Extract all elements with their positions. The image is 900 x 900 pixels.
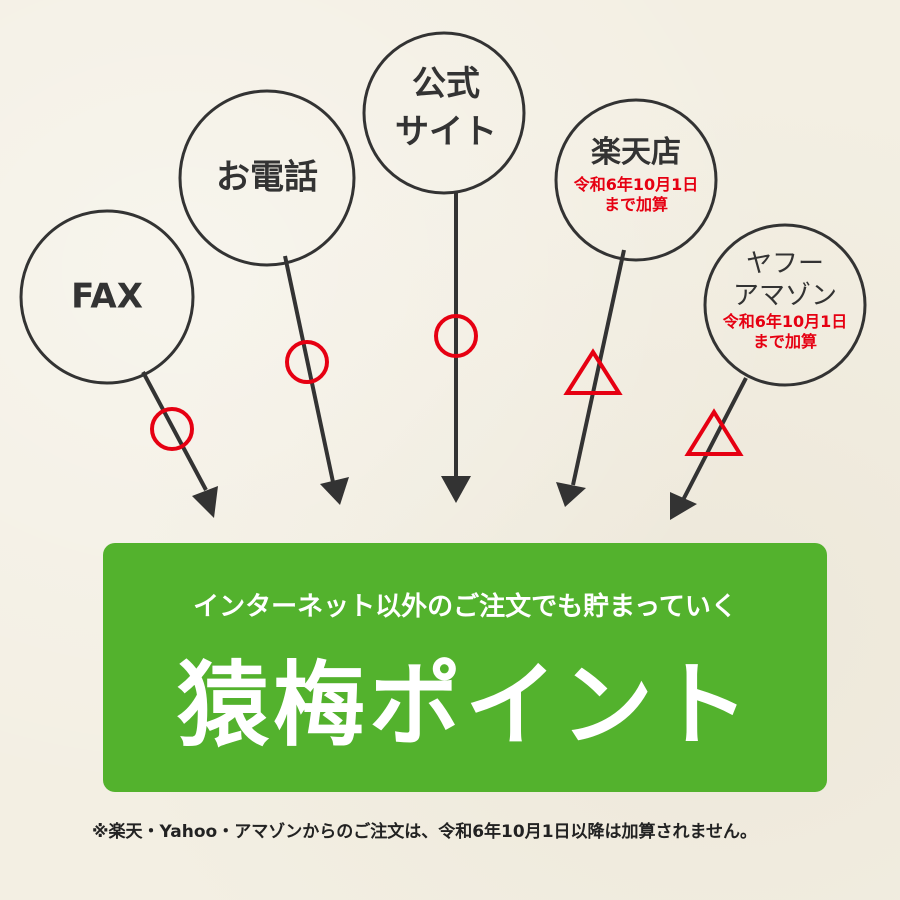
label-phone: お電話 (216, 157, 318, 198)
label-official-site: 公式 サイト (395, 64, 497, 152)
mark-circle-official-site (434, 314, 478, 358)
banner-subtitle: インターネット以外のご注文でも貯まっていく (193, 592, 737, 622)
label-rakuten: 楽天店 令和6年10月1日 まで加算 (573, 135, 699, 214)
arrow-fax (141, 371, 218, 518)
mark-triangle-yahoo-amazon (684, 408, 744, 456)
arrow-phone (283, 255, 349, 505)
label-yahoo-amazon: ヤフー アマゾン 令和6年10月1日 まで加算 (722, 249, 848, 351)
mark-circle-phone (285, 340, 329, 384)
bubble-rakuten (554, 98, 718, 262)
points-banner: インターネット以外のご注文でも貯まっていく 猿梅ポイント (103, 543, 827, 792)
footnote: ※楽天・Yahoo・アマゾンからのご注文は、令和6年10月1日以降は加算されませ… (92, 822, 758, 842)
arrow-official-site (441, 193, 471, 503)
bubble-fax (19, 209, 195, 385)
arrow-yahoo-amazon (670, 377, 748, 520)
mark-triangle-rakuten (563, 348, 623, 395)
bubble-phone (178, 89, 356, 267)
bubble-yahoo-amazon (703, 223, 867, 387)
label-fax: FAX (71, 276, 143, 317)
bubble-official-site (362, 31, 526, 195)
banner-title: 猿梅ポイント (176, 652, 753, 759)
mark-circle-fax (150, 407, 194, 451)
arrow-rakuten (556, 249, 626, 507)
